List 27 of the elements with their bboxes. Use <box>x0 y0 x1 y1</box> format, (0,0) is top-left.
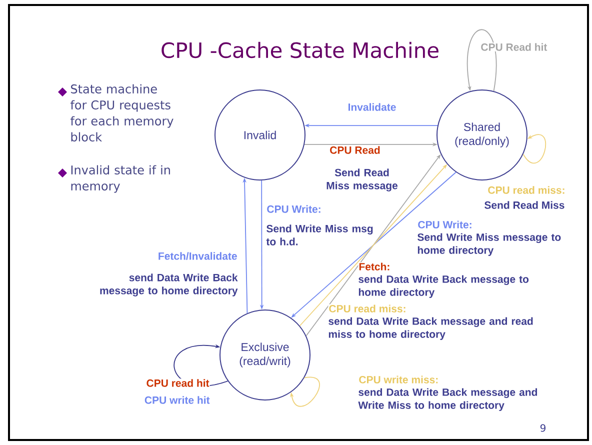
title: CPU -Cache State Machine <box>162 42 438 58</box>
edge-label: CPU write miss: <box>358 375 440 384</box>
edge-label: CPU Write: <box>266 204 322 214</box>
loop-arrow <box>522 134 546 164</box>
loop-arrow <box>290 376 320 407</box>
edge-label: Invalidate <box>347 102 397 112</box>
edge-label: CPU Read <box>329 146 381 154</box>
edge-label: CPU read hit <box>146 378 210 388</box>
action-text: Send Read Miss message <box>326 168 398 192</box>
action-text: CPU write hit <box>144 396 210 404</box>
edge-label: Fetch: <box>358 262 391 271</box>
edge-label: CPU read miss: <box>328 304 407 313</box>
action-text: send Data Write Back message and read miss to home directory <box>328 317 533 340</box>
edge-label: CPU read miss: <box>487 186 566 194</box>
page-number: 9 <box>540 424 546 432</box>
action-text: send Data Write Back message to home directory <box>358 275 529 298</box>
action-text: send Data Write Back message to home directory <box>100 274 238 296</box>
bullet-text: Invalid state if in memory <box>71 165 170 193</box>
edge-label: Fetch/Invalidate <box>157 252 238 260</box>
action-text: Send Write Miss msg to h.d. <box>266 224 373 246</box>
edge-label: CPU Read hit <box>480 42 548 52</box>
action-text: Send Write Miss message to home directory <box>418 233 561 256</box>
bullet-text: State machine for CPU requests for each memory block <box>70 84 174 142</box>
edge-label: CPU Write: <box>417 220 473 229</box>
loop-arrow <box>467 29 496 92</box>
action-text: Send Read Miss <box>484 201 564 209</box>
action-text: send Data Write Back message and Write Miss to home directory <box>358 388 538 411</box>
